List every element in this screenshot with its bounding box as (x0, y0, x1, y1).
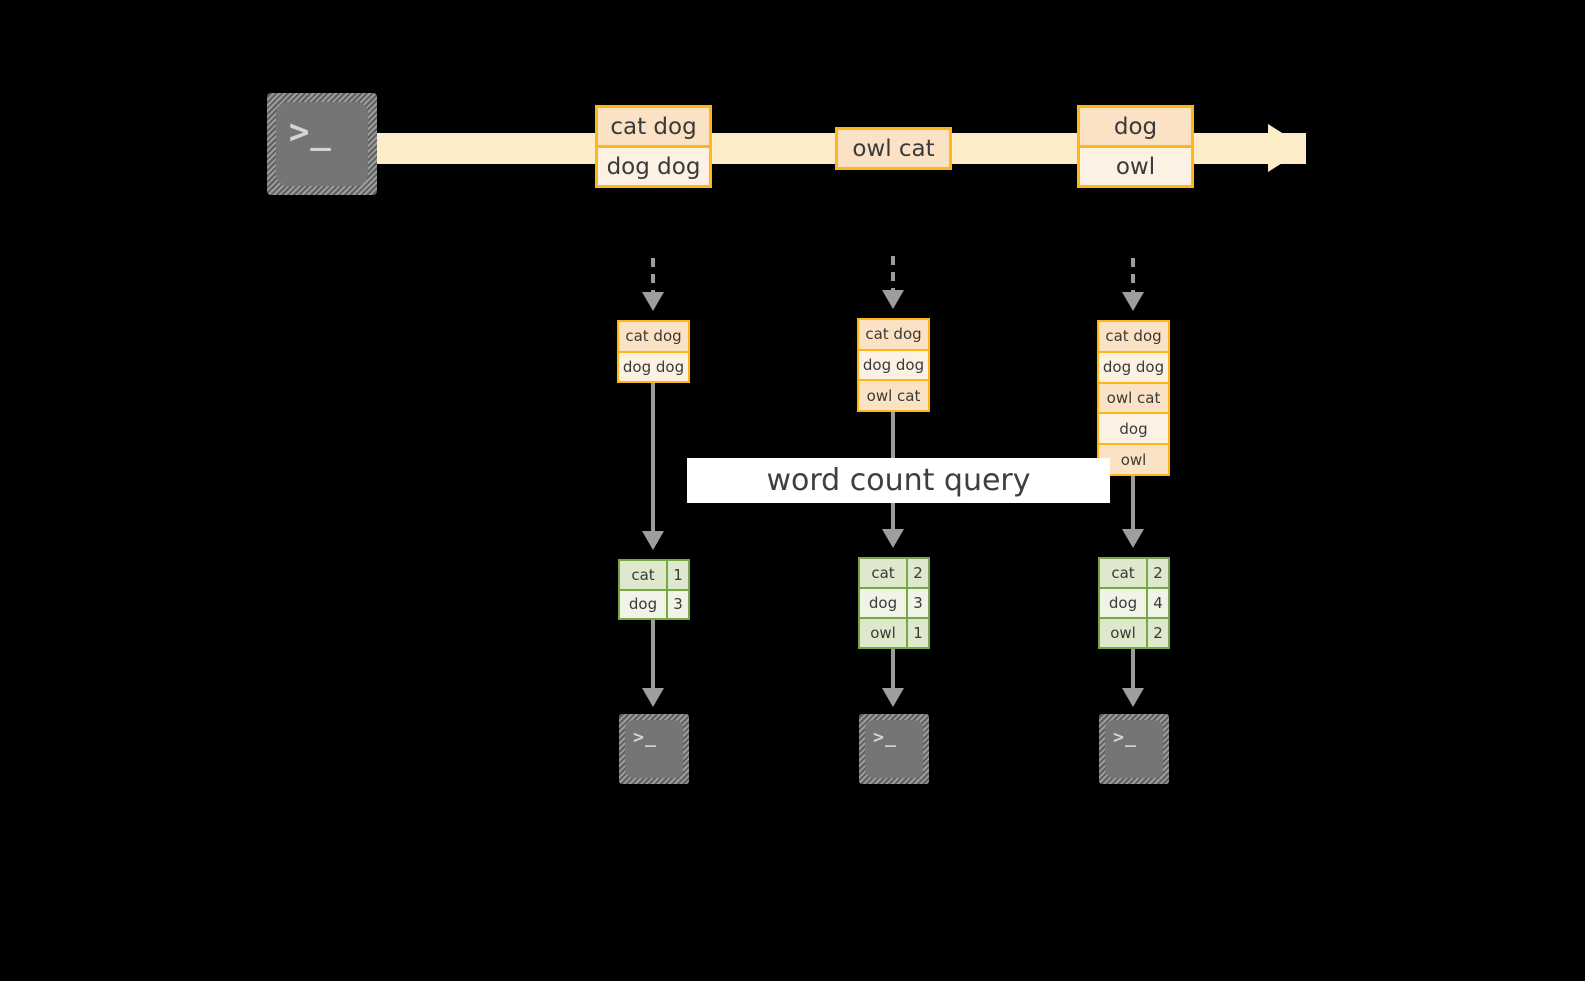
result-key: owl (1110, 624, 1136, 642)
batch-input-row: owl cat (859, 379, 928, 411)
stream-record-2[interactable]: owl cat (835, 127, 952, 170)
result-key: dog (868, 594, 898, 612)
table-row: dog 4 (1100, 587, 1168, 617)
stream-record-line: cat dog (598, 108, 709, 145)
terminal-prompt: >_ (288, 112, 332, 153)
source-terminal-icon[interactable]: >_ (267, 93, 377, 195)
result-value: 2 (1146, 619, 1168, 647)
batch-input-row: dog dog (619, 350, 688, 381)
terminal-screen: >_ (625, 720, 683, 778)
batch-3-trigger-arrow-head (1122, 292, 1144, 311)
batch-3-sink-terminal-icon[interactable]: >_ (1099, 714, 1169, 784)
batch-2-input-table[interactable]: cat dog dog dog owl cat (857, 318, 930, 412)
batch-2-sink-terminal-icon[interactable]: >_ (859, 714, 929, 784)
batch-input-row: dog dog (1099, 350, 1168, 382)
batch-input-row: dog dog (859, 348, 928, 380)
batch-2-sink-arrow-line (891, 649, 895, 688)
result-value: 2 (1146, 559, 1168, 587)
batch-input-row: dog (1099, 412, 1168, 444)
batch-input-row: cat dog (1099, 322, 1168, 351)
terminal-screen: >_ (276, 102, 368, 186)
batch-1-trigger-arrow-head (642, 292, 664, 311)
batch-3-sink-arrow-line (1131, 649, 1135, 688)
batch-3-sink-arrow-head (1122, 688, 1144, 707)
terminal-prompt: >_ (1113, 727, 1137, 749)
batch-2-query-arrow-head (882, 529, 904, 548)
batch-3-query-arrow-line (1131, 476, 1135, 529)
batch-2-sink-arrow-head (882, 688, 904, 707)
batch-1-sink-terminal-icon[interactable]: >_ (619, 714, 689, 784)
stream-record-line: owl cat (838, 130, 949, 167)
batch-input-row: owl cat (1099, 381, 1168, 413)
stream-record-line: owl (1080, 145, 1191, 185)
stream-arrowhead (1268, 124, 1306, 172)
query-label-text: word count query (766, 463, 1031, 498)
stream-record-line: dog dog (598, 145, 709, 185)
batch-3-result-table[interactable]: cat 2 dog 4 owl 2 (1098, 557, 1170, 649)
terminal-prompt: >_ (633, 727, 657, 749)
table-row: dog 3 (620, 588, 688, 618)
batch-3-input-table[interactable]: cat dog dog dog owl cat dog owl (1097, 320, 1170, 476)
batch-input-row: cat dog (859, 320, 928, 349)
batch-2-trigger-arrow-line (891, 256, 895, 290)
table-row: cat 2 (860, 559, 928, 587)
result-key: dog (1108, 594, 1138, 612)
batch-1-sink-arrow-head (642, 688, 664, 707)
batch-2-result-table[interactable]: cat 2 dog 3 owl 1 (858, 557, 930, 649)
table-row: owl 1 (860, 617, 928, 647)
query-label: word count query (687, 458, 1110, 503)
batch-1-input-table[interactable]: cat dog dog dog (617, 320, 690, 383)
batch-3-query-arrow-head (1122, 529, 1144, 548)
stream-record-1[interactable]: cat dog dog dog (595, 105, 712, 188)
result-key: owl (870, 624, 896, 642)
stream-record-3[interactable]: dog owl (1077, 105, 1194, 188)
table-row: cat 2 (1100, 559, 1168, 587)
batch-1-sink-arrow-line (651, 620, 655, 688)
result-key: cat (631, 565, 655, 584)
batch-input-row: cat dog (619, 322, 688, 351)
terminal-prompt: >_ (873, 727, 897, 749)
batch-2-trigger-arrow-head (882, 290, 904, 309)
table-row: owl 2 (1100, 617, 1168, 647)
table-row: dog 3 (860, 587, 928, 617)
table-row: cat 1 (620, 561, 688, 589)
result-value: 3 (666, 590, 688, 618)
terminal-screen: >_ (865, 720, 923, 778)
result-value: 2 (906, 559, 928, 587)
result-key: dog (628, 595, 658, 614)
batch-1-result-table[interactable]: cat 1 dog 3 (618, 559, 690, 620)
result-value: 1 (906, 619, 928, 647)
result-key: cat (871, 564, 895, 582)
result-key: cat (1111, 564, 1135, 582)
batch-3-trigger-arrow-line (1131, 258, 1135, 292)
result-value: 3 (906, 589, 928, 617)
result-value: 4 (1146, 589, 1168, 617)
batch-input-row: owl (1099, 443, 1168, 474)
batch-1-query-arrow-line (651, 383, 655, 531)
result-value: 1 (666, 561, 688, 589)
terminal-screen: >_ (1105, 720, 1163, 778)
batch-1-query-arrow-head (642, 531, 664, 550)
stream-record-line: dog (1080, 108, 1191, 145)
batch-1-trigger-arrow-line (651, 258, 655, 292)
